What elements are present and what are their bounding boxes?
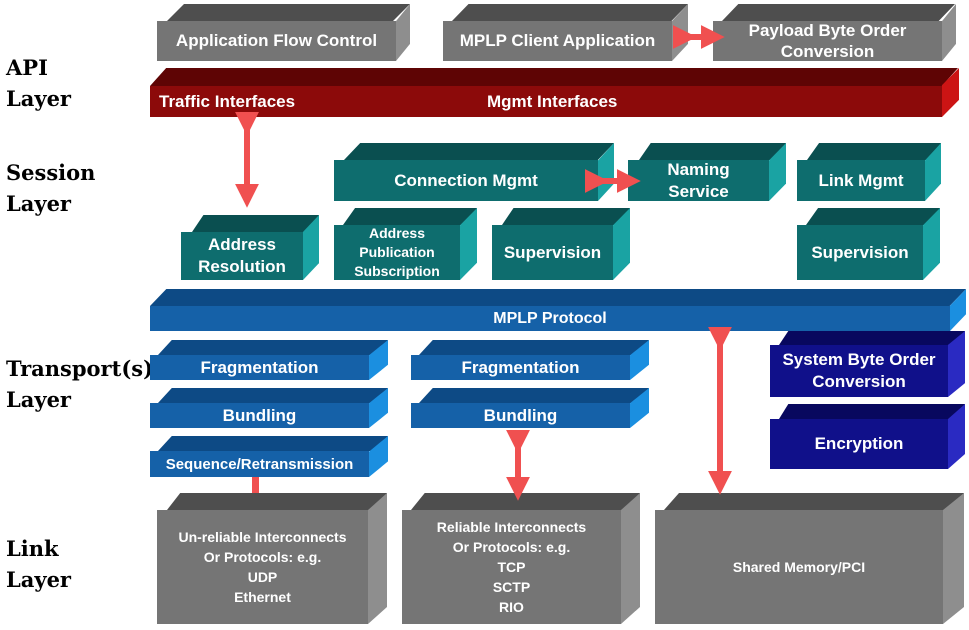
bundling-2-top [419,388,649,403]
supervision-2-top [806,208,940,225]
unreliable-side [368,493,387,624]
address-publication-side [460,208,477,280]
transport-layer-label: Transport(s) Layer [6,356,154,412]
address-resolution-top [192,215,319,232]
unreliable-top [167,493,387,510]
interfaces-bar: Traffic Interfaces Mgmt Interfaces [150,86,942,117]
fragmentation-2-top [419,340,649,355]
payload-byte-order-conversion-box: Payload Byte Order Conversion [713,21,942,61]
link-mgmt-side [925,143,941,201]
link-mgmt-box: Link Mgmt [797,160,925,201]
fragmentation-box-1: Fragmentation [150,355,369,380]
app-flow-side [396,4,410,61]
address-resolution-box: Address Resolution [181,232,303,280]
link-layer-label: Link Layer [6,536,71,592]
bundling-box-2: Bundling [411,403,630,428]
api-layer-label: API Layer [6,55,71,111]
system-byte-order-conversion-box: System Byte Order Conversion [770,345,948,397]
application-flow-control-box: Application Flow Control [157,21,396,61]
supervision-box-2: Supervision [797,225,923,280]
reliable-side [621,493,640,624]
payload-top [722,4,955,21]
address-publication-top [343,208,477,225]
reliable-interconnects-box: Reliable Interconnects Or Protocols: e.g… [402,510,621,624]
shared-memory-side [943,493,964,624]
mplp-client-application-box: MPLP Client Application [443,21,672,61]
payload-side [942,4,956,61]
encryption-top [779,404,965,419]
encryption-box: Encryption [770,419,948,469]
fragmentation-1-top [158,340,388,355]
app-flow-top [167,4,410,21]
supervision-1-side [613,208,630,280]
link-mgmt-top [807,143,941,160]
naming-service-side [769,143,786,201]
reliable-top [411,493,640,510]
mplp-protocol-bar: MPLP Protocol [150,306,950,331]
supervision-box-1: Supervision [492,225,613,280]
bundling-box-1: Bundling [150,403,369,428]
bundling-1-top [158,388,388,403]
mplp-client-top [452,4,688,21]
mgmt-interfaces-label: Mgmt Interfaces [487,91,618,111]
shared-memory-pci-box: Shared Memory/PCI [655,510,943,624]
interfaces-bar-top [150,68,958,86]
unreliable-interconnects-box: Un-reliable Interconnects Or Protocols: … [157,510,368,624]
connection-mgmt-top [344,143,614,160]
system-byte-order-side [948,331,965,397]
shared-memory-top [664,493,964,510]
supervision-2-side [923,208,940,280]
supervision-1-top [502,208,630,225]
connection-mgmt-box: Connection Mgmt [334,160,598,201]
system-byte-order-top [779,331,965,345]
seq-unreliable-connector [252,477,259,493]
sequence-retransmission-box: Sequence/Retransmission [150,451,369,477]
traffic-interfaces-label: Traffic Interfaces [159,91,296,111]
mplp-protocol-top [150,289,966,306]
encryption-side [948,404,965,469]
address-publication-subscription-box: Address Publication Subscription [334,225,460,280]
naming-service-box: Naming Service [628,160,769,201]
fragmentation-box-2: Fragmentation [411,355,630,380]
address-resolution-side [303,215,319,280]
seq-retrans-top [158,436,388,451]
naming-service-top [639,143,786,160]
session-layer-label: Session Layer [6,160,96,216]
